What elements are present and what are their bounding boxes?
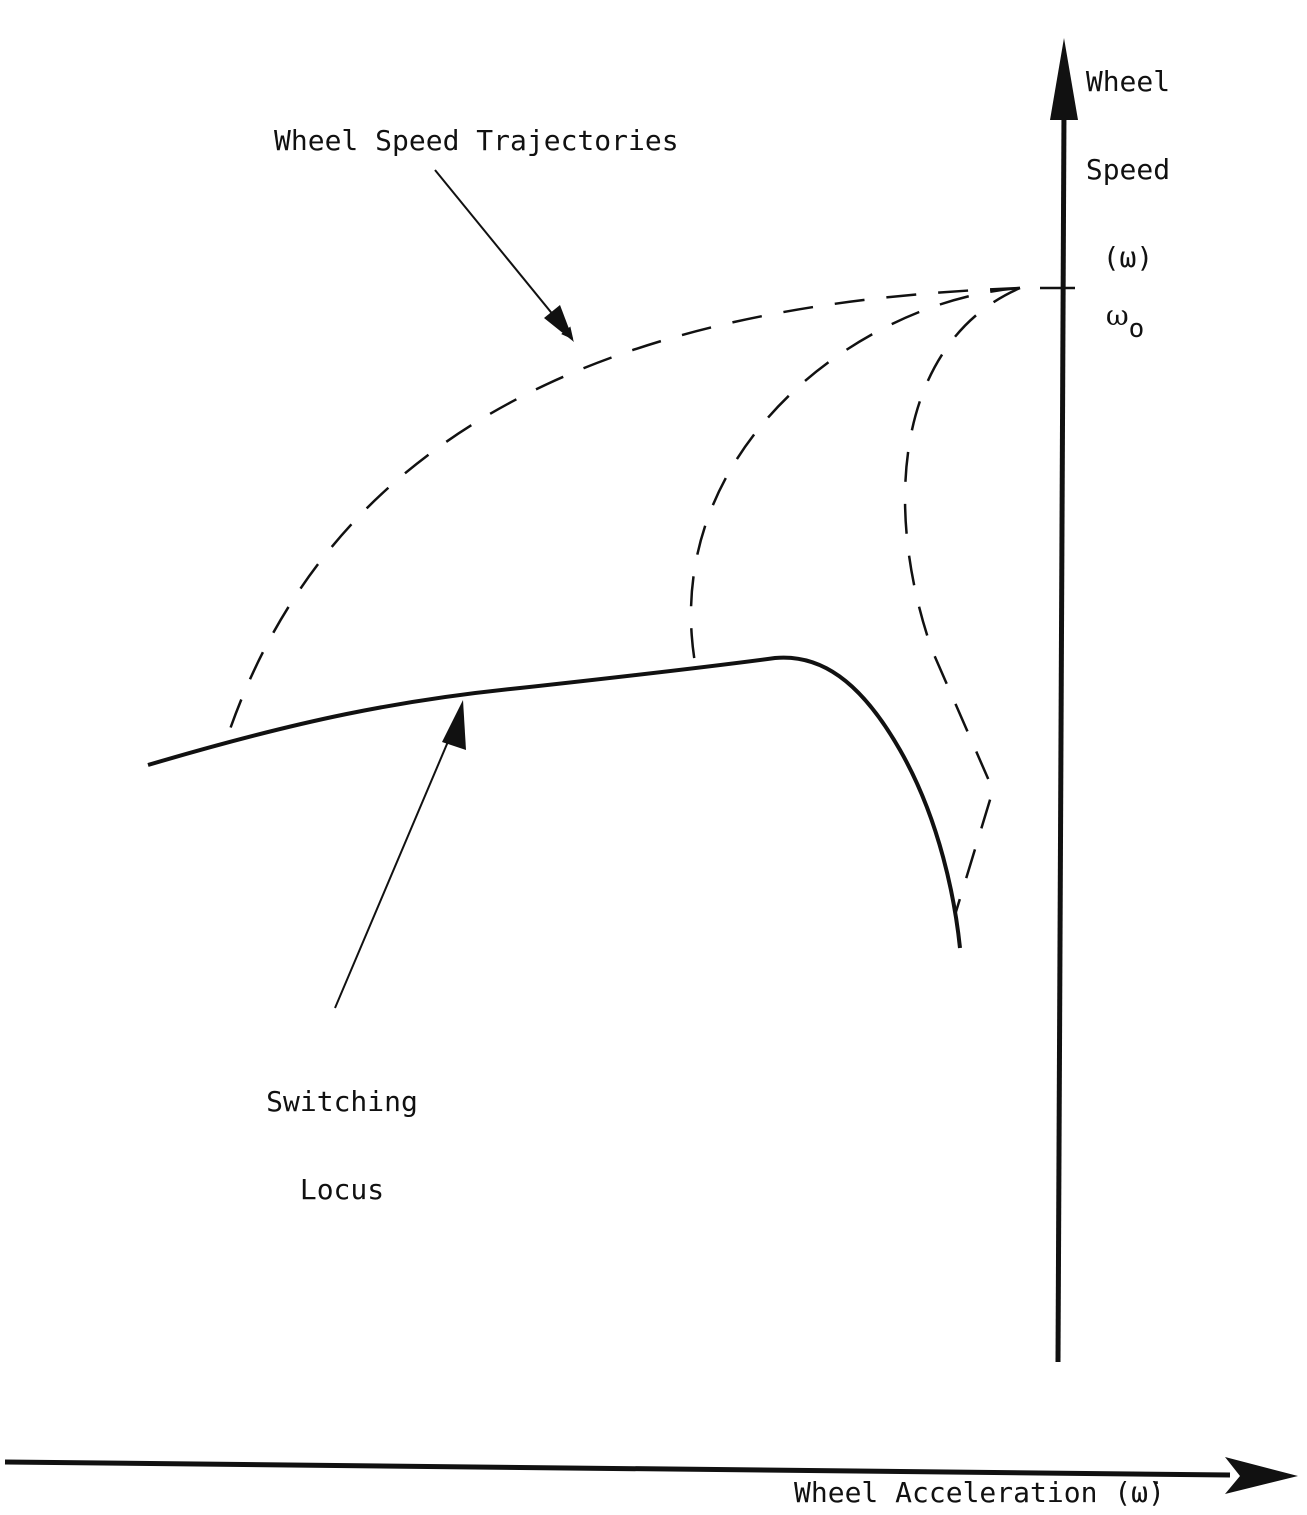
trajectories-leader-arrow (434, 169, 574, 340)
trajectories-arrowhead (544, 305, 574, 342)
y-axis-title-line1: Wheel (1085, 64, 1171, 98)
switching-leader-arrow (334, 717, 459, 1009)
trajectories-label: Wheel Speed Trajectories (274, 124, 679, 157)
trajectory-3 (903, 286, 1021, 916)
omega0-subscript: o (1128, 314, 1145, 345)
switching-locus-line1: Switching (266, 1084, 418, 1118)
trajectory-1 (226, 286, 1021, 736)
omega0-symbol: ω (1105, 299, 1129, 333)
omega0-label: ωo (1088, 272, 1145, 343)
y-axis-line (1055, 109, 1067, 1363)
switching-locus-curve (147, 655, 962, 949)
switching-locus-line2: Locus (299, 1172, 385, 1206)
x-axis-arrowhead (1225, 1457, 1298, 1494)
x-axis-title: Wheel Acceleration (ω̇) (794, 1476, 1165, 1509)
trajectory-2 (689, 286, 1021, 664)
y-axis-title: Wheel Speed (ω) (1078, 8, 1178, 302)
y-axis-title-line2: Speed (1085, 152, 1171, 186)
switching-locus-label: Switching Locus (252, 1028, 432, 1234)
y-axis-title-line3: (ω) (1102, 241, 1154, 275)
y-axis-arrowhead (1050, 38, 1078, 120)
switching-arrowhead (442, 700, 466, 750)
x-axis-line (4, 1459, 1231, 1478)
